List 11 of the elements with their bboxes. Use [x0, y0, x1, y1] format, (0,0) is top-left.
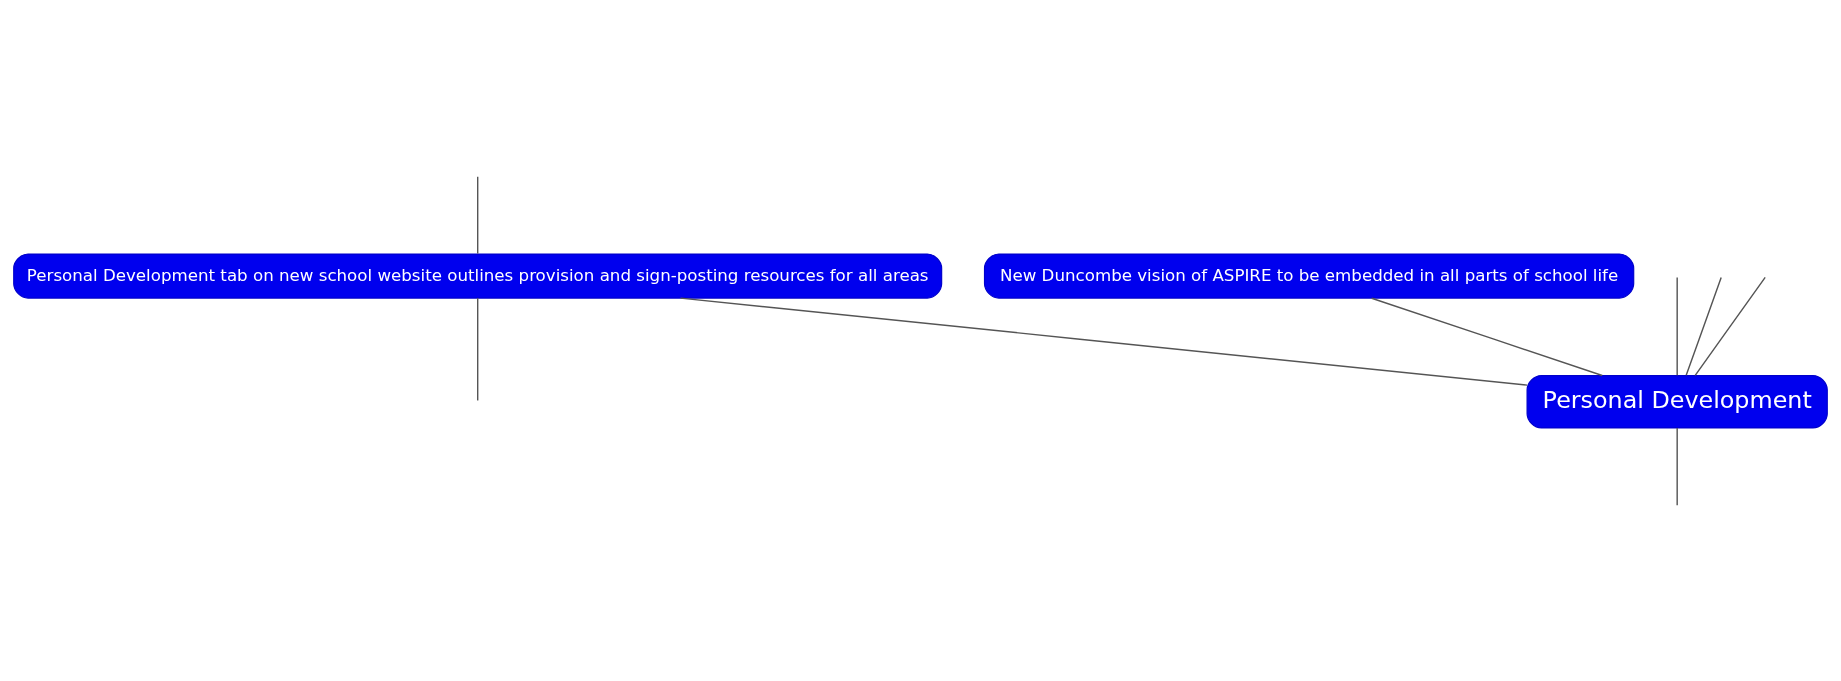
- connector: [1676, 276, 1678, 376]
- connector: [1685, 276, 1722, 376]
- connector: [1694, 276, 1766, 376]
- connector: [1676, 426, 1678, 506]
- node-box: Personal Development: [1526, 374, 1828, 429]
- connector: [476, 175, 479, 254]
- node-box: New Duncombe vision of ASPIRE to be embedded in all parts of school life: [983, 252, 1635, 299]
- connector: [476, 296, 479, 401]
- node-box: Personal Development tab on new school website outlines provision and sign-posting resources for all areas: [13, 252, 943, 299]
- connector: [1371, 297, 1603, 376]
- connector: [679, 296, 1528, 386]
